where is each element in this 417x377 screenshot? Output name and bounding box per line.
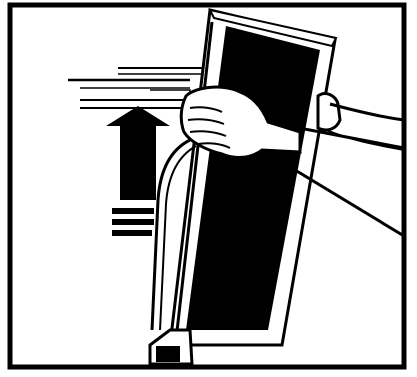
oven-door <box>150 10 336 364</box>
right-hand <box>318 94 404 150</box>
arrow-up-icon <box>106 106 170 236</box>
